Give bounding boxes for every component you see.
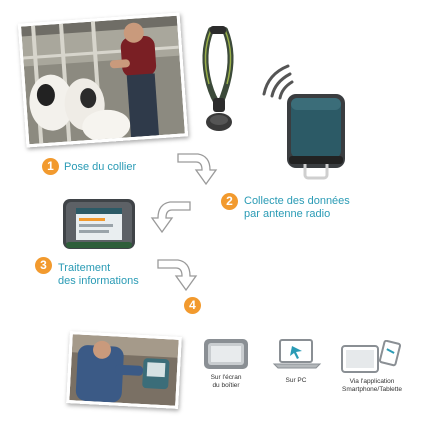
arrow-step1-to-step2 (177, 153, 218, 186)
processing-device-illustration (63, 199, 135, 249)
tablet-smartphone-icon (341, 340, 401, 373)
antenna-box-illustration (287, 94, 345, 180)
step-3-badge: 3 (35, 257, 52, 274)
step-1-label: Pose du collier (64, 161, 137, 173)
step-2-label-line1: Collecte des données (244, 195, 350, 207)
collar-illustration (202, 26, 234, 131)
step-4-badge: 4 (184, 297, 201, 314)
photo-farmer-collar-image (21, 15, 185, 145)
laptop-icon (272, 339, 322, 369)
output-1-caption-line2: du boîtier (212, 382, 240, 389)
output-3-caption-line2: Smartphone/Tablette (342, 386, 402, 393)
step-3-label-line1: Traitement (58, 262, 111, 274)
step-2-badge: 2 (221, 193, 238, 210)
output-1-caption-line1: Sur l'écran (210, 374, 242, 381)
step-3-label-line2: des informations (58, 275, 139, 287)
step-1-badge: 1 (42, 158, 59, 175)
arrow-step2-to-step3 (150, 201, 191, 234)
step-2-label-line2: par antenne radio (244, 208, 331, 220)
output-2-caption: Sur PC (285, 377, 307, 384)
photo-farmer-device (66, 331, 182, 409)
photo-farmer-device-image (69, 334, 179, 406)
photo-farmer-collar (17, 12, 189, 148)
arrow-step3-to-step4 (157, 259, 198, 292)
radio-waves-icon (262, 64, 294, 100)
output-3-caption-line1: Via l'application (349, 378, 395, 385)
device-screen-icon (204, 339, 248, 369)
